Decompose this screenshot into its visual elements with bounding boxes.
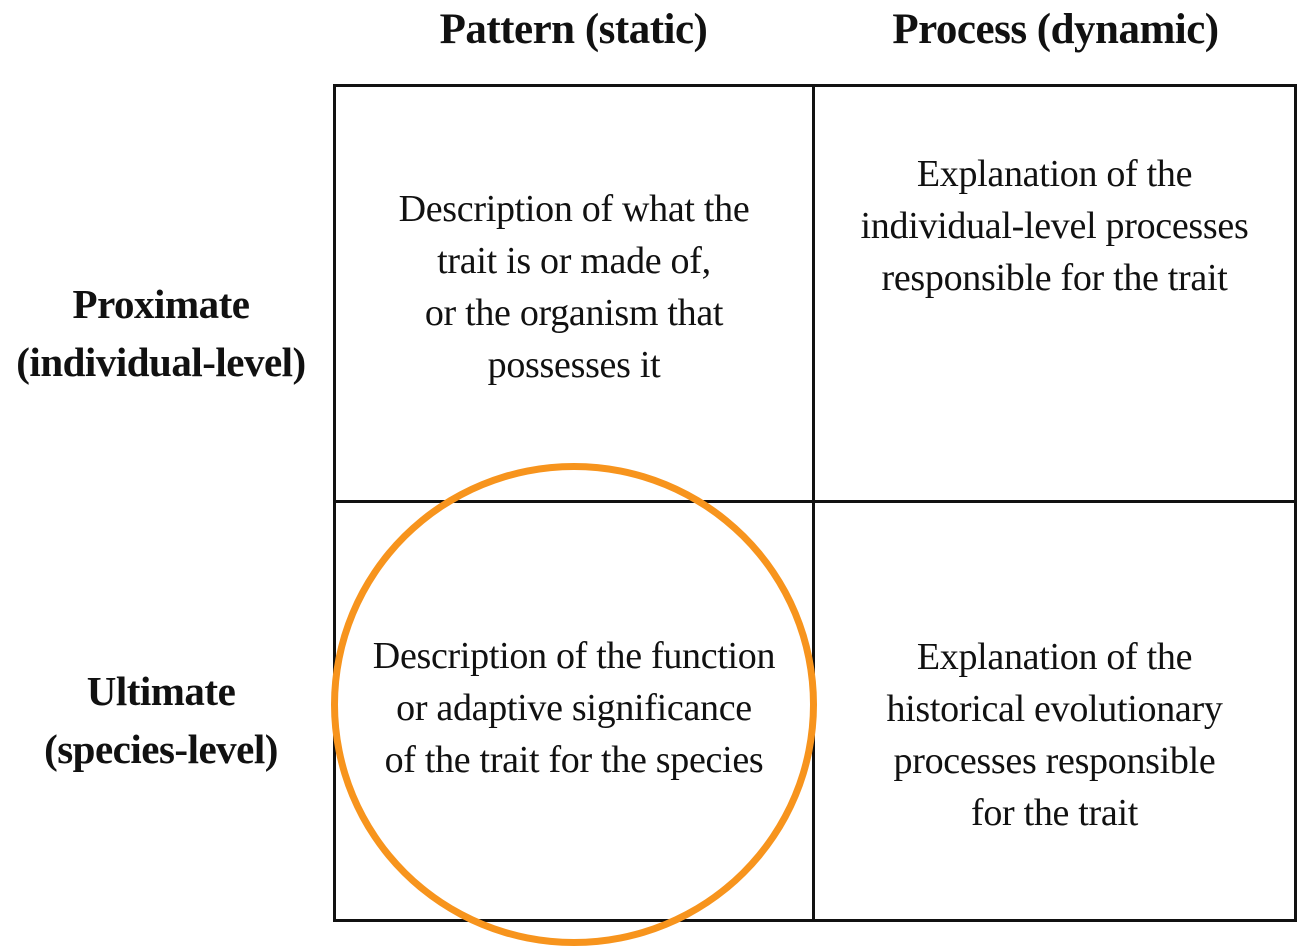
- cell-ultimate-pattern-text: Description of the function or adaptive …: [372, 630, 776, 786]
- cell-line: Explanation of the: [916, 636, 1193, 678]
- cell-proximate-pattern-text: Description of what the trait is or made…: [399, 183, 750, 391]
- cell-line: individual-level processes: [860, 204, 1249, 247]
- row-header-ultimate-title: Ultimate: [86, 668, 236, 714]
- cell-ultimate-process-text: Explanation of the historical evolutiona…: [886, 631, 1222, 839]
- cell-ultimate-pattern: Description of the function or adaptive …: [336, 503, 812, 919]
- cell-line: Description of what the: [398, 187, 750, 230]
- column-header-process: Process (dynamic): [892, 5, 1219, 53]
- row-header-proximate: Proximate (individual-level): [0, 273, 322, 393]
- cell-line: processes responsible: [893, 740, 1216, 782]
- cell-line: Explanation of the: [916, 152, 1193, 195]
- cell-ultimate-process: Explanation of the historical evolutiona…: [815, 503, 1294, 919]
- row-header-ultimate: Ultimate (species-level): [0, 660, 322, 780]
- cell-line: historical evolutionary: [886, 688, 1223, 730]
- cell-line: or the organism that: [424, 291, 724, 334]
- cell-proximate-process-text: Explanation of the individual-level proc…: [861, 148, 1249, 304]
- row-header-proximate-title: Proximate: [72, 281, 250, 327]
- column-header-pattern: Pattern (static): [439, 5, 708, 53]
- cell-line: possesses it: [487, 343, 661, 386]
- cell-line: or adaptive significance: [396, 687, 752, 729]
- cell-line: responsible for the trait: [881, 256, 1228, 299]
- cell-proximate-pattern: Description of what the trait is or made…: [336, 87, 812, 500]
- cell-line: of the trait for the species: [384, 739, 764, 781]
- cell-line: for the trait: [970, 792, 1138, 834]
- cell-line: Description of the function: [372, 635, 776, 677]
- row-header-proximate-subtitle: (individual-level): [16, 339, 306, 385]
- row-header-ultimate-subtitle: (species-level): [44, 726, 278, 772]
- cell-proximate-process: Explanation of the individual-level proc…: [815, 87, 1294, 500]
- cell-line: trait is or made of,: [437, 239, 711, 282]
